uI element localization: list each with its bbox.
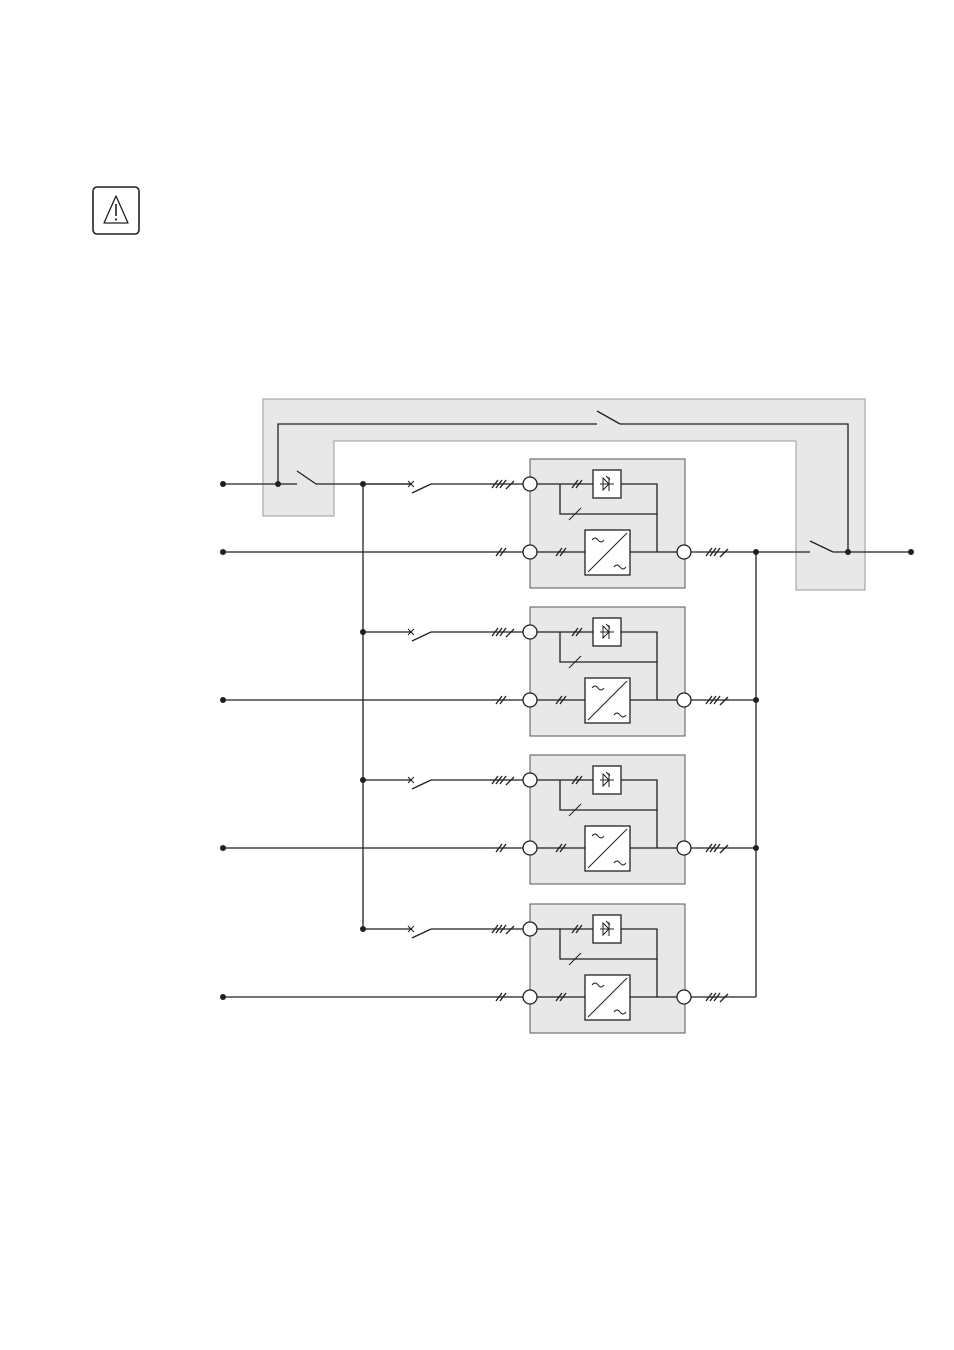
bypass-junction — [275, 481, 281, 487]
bypass-input-connector — [523, 773, 537, 787]
ac-dc-converter-icon — [585, 530, 630, 575]
ups-unit-2 — [220, 607, 759, 736]
ac-dc-converter-icon — [585, 678, 630, 723]
thyristor-icon — [593, 766, 621, 794]
ups-output-connector — [677, 693, 691, 707]
bypass-input-connector — [523, 922, 537, 936]
bypass-input-connector — [523, 625, 537, 639]
mains-input-connector — [523, 545, 537, 559]
ups-unit-4 — [220, 904, 756, 1033]
thyristor-icon — [593, 915, 621, 943]
ups-output-connector — [677, 841, 691, 855]
thyristor-icon — [593, 618, 621, 646]
mains-input-connector — [523, 841, 537, 855]
ac-dc-converter-icon — [585, 826, 630, 871]
ups-unit-3 — [220, 755, 759, 884]
bypass-breaker-switch-icon — [412, 632, 431, 641]
mains-input-connector — [523, 990, 537, 1004]
thyristor-icon — [593, 470, 621, 498]
ups-output-connector — [677, 990, 691, 1004]
load-output-terminal — [908, 549, 914, 555]
ups-output-connector — [677, 545, 691, 559]
bypass-breaker-switch-icon — [412, 780, 431, 789]
bypass-input-connector — [523, 477, 537, 491]
bypass-breaker-switch-icon — [412, 929, 431, 938]
ac-dc-converter-icon — [585, 975, 630, 1020]
bypass-breaker-switch-icon — [412, 484, 431, 493]
mains-input-connector — [523, 693, 537, 707]
